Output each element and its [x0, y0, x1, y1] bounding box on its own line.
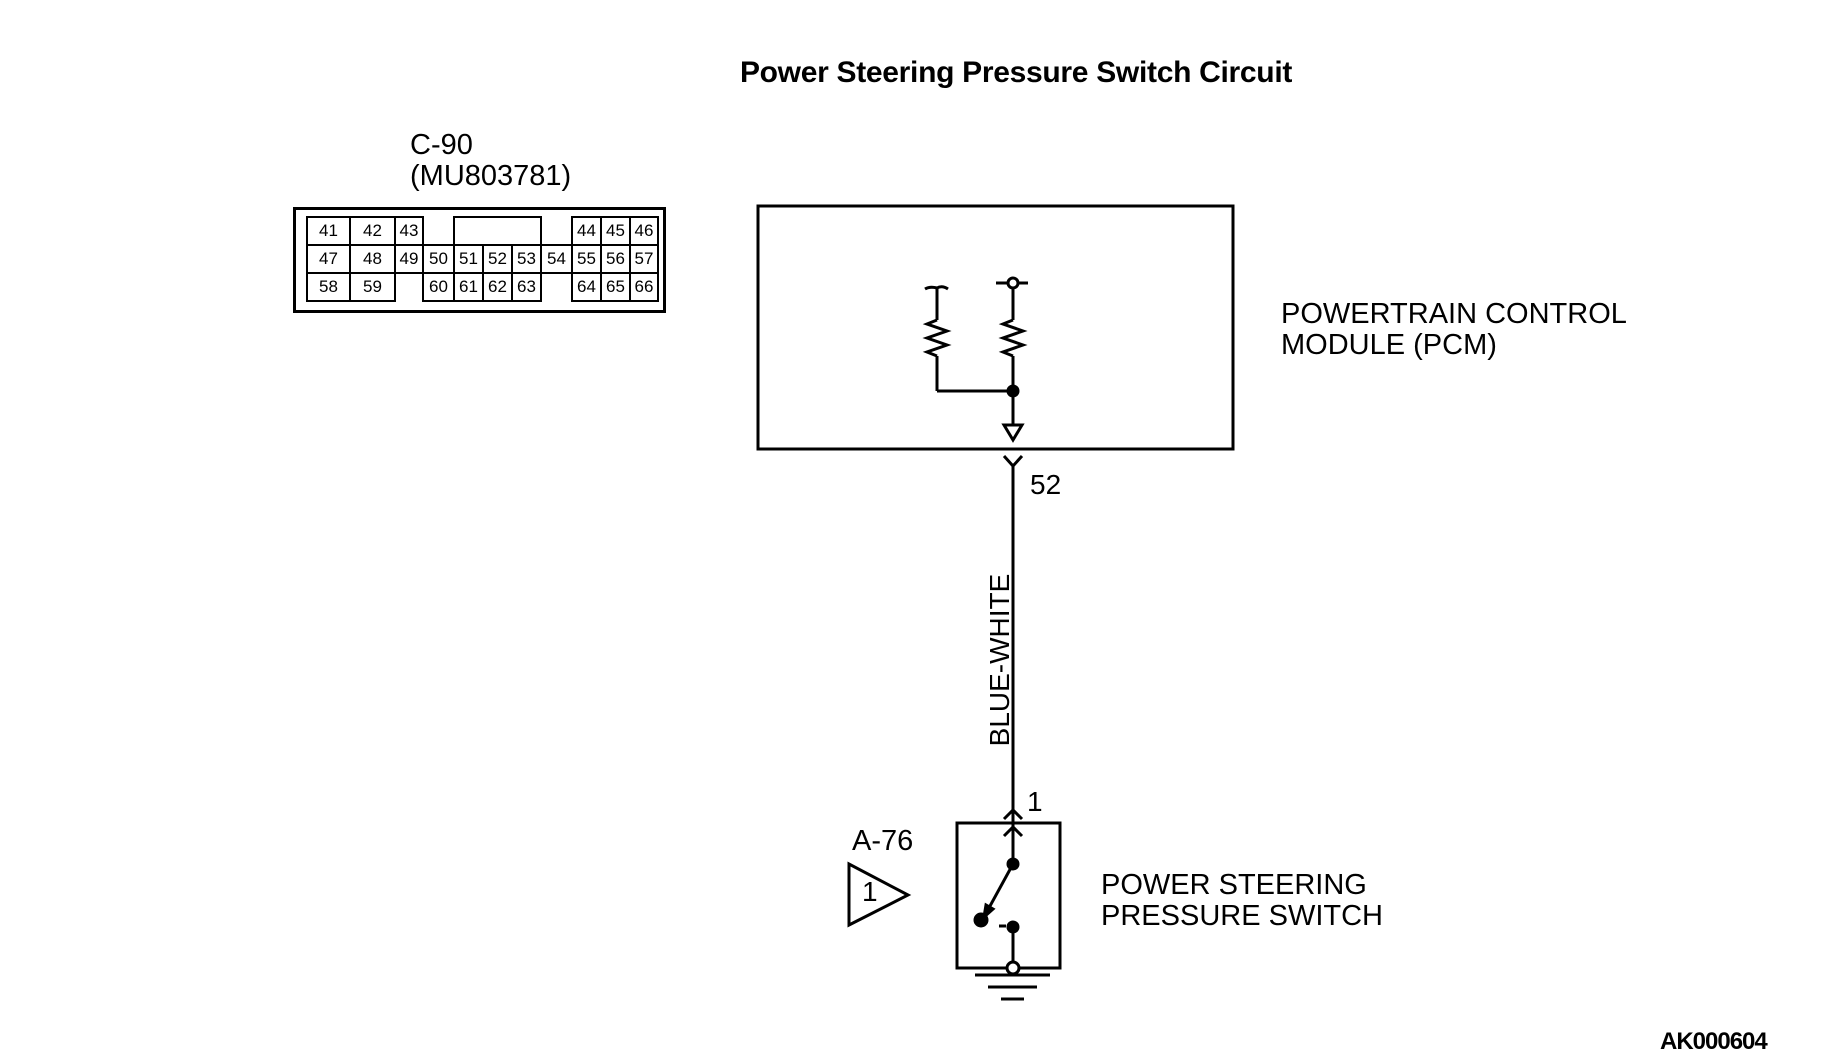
switch-label-line2: PRESSURE SWITCH — [1101, 900, 1383, 932]
switch-label: POWER STEERING PRESSURE SWITCH — [1101, 870, 1383, 932]
connector-part-number: (MU803781) — [410, 160, 572, 192]
switch-connector-id: A-76 — [852, 825, 914, 857]
wire-color-label: BLUE-WHITE — [984, 573, 1015, 747]
pcm-label-line1: POWERTRAIN CONTROL — [1281, 298, 1627, 330]
pcm-ground-icon — [1001, 423, 1025, 443]
connector-c90-label: C-90 (MU803781) — [410, 130, 571, 192]
connector-id: C-90 — [410, 129, 473, 161]
pcm-label: POWERTRAIN CONTROL MODULE (PCM) — [1281, 299, 1627, 361]
figure-code: AK000604 — [1660, 1028, 1768, 1055]
switch-box — [955, 821, 1062, 970]
reference-marker-icon — [847, 861, 912, 928]
connector-c90-face: 41 42 43 44 45 46 47 48 49 50 51 52 53 5… — [293, 207, 666, 313]
diagram-title: Power Steering Pressure Switch Circuit — [739, 56, 1293, 89]
pcm-box — [756, 204, 1235, 451]
pin-63: 63 — [511, 272, 542, 302]
pcm-terminal-number: 52 — [1030, 469, 1062, 500]
pcm-resistor-right — [996, 276, 1028, 425]
switch-terminal-number: 1 — [1027, 786, 1043, 817]
reference-marker-number: 1 — [862, 876, 878, 907]
pcm-label-line2: MODULE (PCM) — [1281, 329, 1497, 361]
junction-dot — [1006, 384, 1020, 398]
switch-label-line1: POWER STEERING — [1101, 869, 1367, 901]
switch-terminal-1-icon — [1002, 807, 1024, 821]
pcm-terminal-52-icon — [1002, 454, 1024, 469]
pin-59: 59 — [349, 272, 396, 302]
switch-ground-terminal — [1005, 960, 1021, 976]
pcm-resistor-left — [922, 285, 1013, 393]
pin-66: 66 — [629, 272, 659, 302]
ground-icon — [975, 973, 1050, 1001]
